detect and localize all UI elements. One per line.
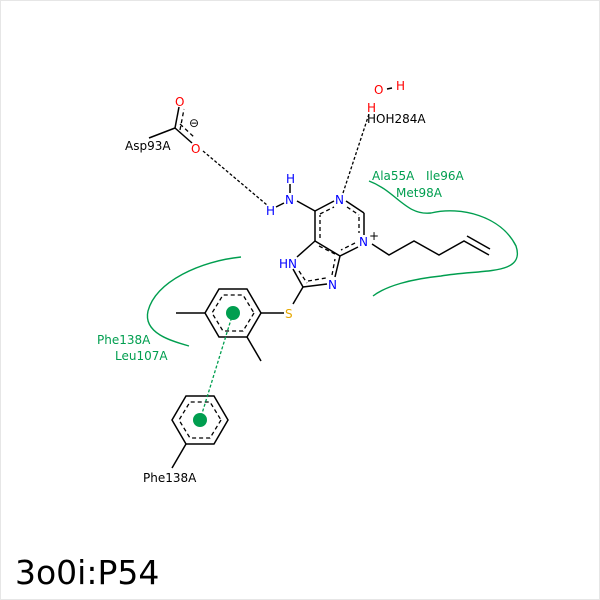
residue-label-phe138a: Phe138A [97, 333, 151, 347]
atom-h: H [367, 101, 376, 115]
hbond-asp93 [202, 150, 268, 206]
diagram-title: 3o0i:P54 [15, 553, 160, 592]
atom-n: N [359, 235, 368, 249]
atom-h: H [286, 172, 295, 186]
hydrophobic-contour-right [368, 180, 519, 297]
residue-label-phe138a-stack: Phe138A [143, 471, 197, 485]
pi-stacking-line [199, 312, 234, 421]
residue-label-asp93a: Asp93A [125, 139, 171, 153]
residue-label-ala55a: Ala55A [372, 169, 415, 183]
hbond-water [342, 113, 370, 194]
atom-o: O [374, 83, 383, 97]
water-hoh284: O H H HOH284A [367, 79, 426, 126]
positive-charge: + [369, 229, 379, 243]
ring-centroid [193, 413, 207, 427]
atom-n: N [285, 193, 294, 207]
phe138-ring: Phe138A [143, 395, 229, 485]
ligand-p54: N N + N HN N H H S [176, 172, 491, 362]
ring-centroid [226, 306, 240, 320]
atom-o: O [175, 95, 184, 109]
atom-o: O [191, 142, 200, 156]
residue-label-met98a: Met98A [396, 186, 443, 200]
atom-n: N [328, 278, 337, 292]
residue-label-ile96a: Ile96A [426, 169, 465, 183]
atom-h: H [396, 79, 405, 93]
atom-hn: HN [279, 257, 297, 271]
atom-s: S [285, 307, 293, 321]
negative-charge: ⊖ [189, 116, 199, 130]
asp93-residue: O O ⊖ Asp93A [125, 95, 200, 156]
atom-n: N [335, 193, 344, 207]
residue-label-hoh284a: HOH284A [367, 112, 426, 126]
hydrophobic-contour-left [146, 256, 242, 347]
residue-label-leu107a: Leu107A [115, 349, 168, 363]
atom-h: H [266, 204, 275, 218]
